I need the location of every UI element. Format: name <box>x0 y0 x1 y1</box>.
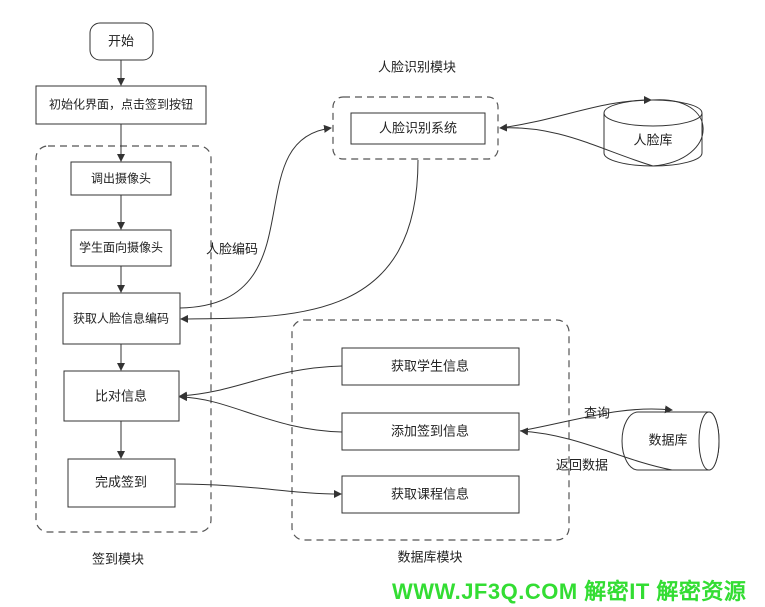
get-course-node <box>341 475 520 514</box>
edge-complete-to-course <box>175 483 342 498</box>
edge-student-to-compare <box>179 365 343 400</box>
face-system-node-label: 人脸识别系统 <box>379 122 457 137</box>
get-face-code-node <box>62 292 181 345</box>
edge-label-query: 查询 <box>584 407 610 422</box>
edge-face-system-to-db <box>499 96 652 129</box>
signin-module-frame <box>35 145 212 533</box>
edge-signin-to-database <box>519 405 673 432</box>
face-camera-node <box>70 229 172 267</box>
open-camera-node <box>70 161 172 196</box>
edge-label-face-encoding: 人脸编码 <box>206 243 258 258</box>
face-module-frame <box>332 96 499 160</box>
get-course-node-label: 获取课程信息 <box>391 487 469 503</box>
get-student-node <box>341 347 520 386</box>
edge-signin-to-compare <box>179 393 343 433</box>
add-signin-node-label: 添加签到信息 <box>391 424 469 440</box>
face-module-label: 人脸识别模块 <box>378 61 456 76</box>
get-face-code-node-label: 获取人脸信息编码 <box>73 311 169 326</box>
face-camera-node-label: 学生面向摄像头 <box>79 240 163 255</box>
face-db-label: 人脸库 <box>633 133 672 149</box>
database-cylinder <box>621 411 720 471</box>
compare-node-label: 比对信息 <box>95 389 147 405</box>
compare-node <box>63 370 180 422</box>
open-camera-node-label: 调出摄像头 <box>91 171 151 186</box>
face-system-node <box>350 112 486 145</box>
edge-label-return-data: 返回数据 <box>556 459 608 474</box>
complete-node <box>67 458 176 508</box>
edge-face-db-to-system <box>499 99 704 167</box>
init-ui-node <box>35 85 207 125</box>
edge-code-to-face-system <box>179 124 332 309</box>
init-ui-node-label: 初始化界面，点击签到按钮 <box>49 97 193 112</box>
watermark-text: WWW.JF3Q.COM 解密IT 解密资源 <box>392 579 747 604</box>
get-student-node-label: 获取学生信息 <box>391 359 469 375</box>
edge-database-to-signin <box>520 427 673 471</box>
database-label: 数据库 <box>648 433 687 449</box>
face-db-cylinder <box>603 99 703 167</box>
add-signin-node <box>341 412 520 451</box>
start-node-label: 开始 <box>108 35 134 50</box>
complete-node-label: 完成签到 <box>95 475 147 491</box>
edge-face-system-to-code <box>180 159 419 323</box>
signin-module-label: 签到模块 <box>92 552 144 568</box>
db-module-frame <box>291 319 570 541</box>
db-module-label: 数据库模块 <box>397 550 462 566</box>
